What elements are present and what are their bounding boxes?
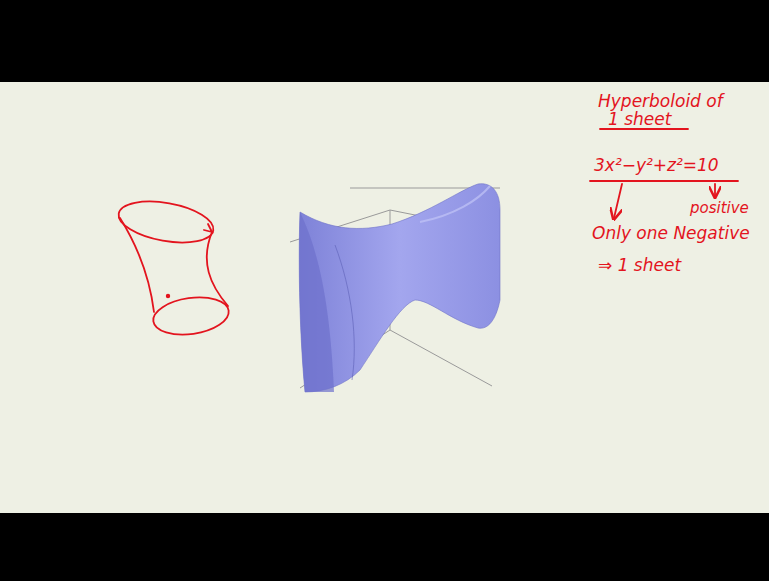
heading-note: 1 sheet [608, 110, 671, 129]
equation-underline [590, 180, 738, 182]
heading-note: Hyperboloid of [598, 92, 723, 111]
leader-arrow [714, 184, 716, 196]
conclusion-note: ⇒ 1 sheet [598, 256, 681, 275]
hyperboloid-surface [290, 184, 500, 392]
bottom-bar [0, 513, 769, 581]
hand-sketch [115, 195, 231, 339]
top-bar [0, 0, 769, 82]
sign-note: positive [690, 200, 749, 217]
sign-note: Only one Negative [592, 224, 750, 243]
leader-arrow [614, 184, 622, 218]
equation: 3x²−y²+z²=10 [594, 156, 719, 175]
